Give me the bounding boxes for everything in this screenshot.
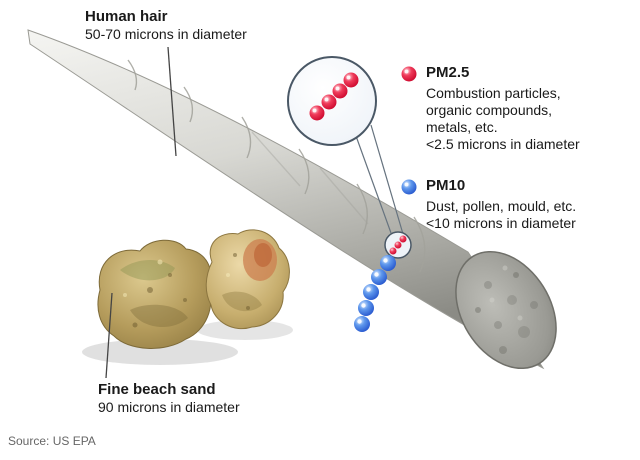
pm10-dot-icon: [401, 179, 417, 195]
pm25-legend: PM2.5 Combustion particles, organic comp…: [426, 64, 626, 153]
pm10-legend: PM10 Dust, pollen, mould, etc. <10 micro…: [426, 177, 626, 232]
sand-grain-left: [97, 239, 212, 349]
pm25-chain-icon: [309, 72, 359, 121]
sand-pointer-line: [105, 292, 113, 379]
hair-cut-end: [455, 250, 557, 370]
pm25-dot-icon: [401, 66, 417, 82]
pm25-desc-line: Combustion particles,: [426, 85, 561, 101]
beach-sand-title: Fine beach sand: [98, 381, 216, 398]
pm10-label: PM10: [426, 177, 466, 194]
pm10-chain-icon: [354, 255, 396, 332]
human-hair-shape: [27, 29, 557, 370]
hair-cuticle-lines: [127, 59, 426, 273]
beach-sand-subtitle: 90 microns in diameter: [98, 399, 240, 415]
detail-circle-icon: [384, 231, 412, 259]
source-credit: Source: US EPA: [8, 434, 96, 448]
hair-end-texture: [475, 265, 538, 354]
sand-grain-right: [205, 229, 290, 329]
beach-sand-label: Fine beach sand 90 microns in diameter: [98, 381, 240, 416]
pm10-desc-line: Dust, pollen, mould, etc.: [426, 198, 577, 214]
pm10-desc-line: <10 microns in diameter: [426, 215, 576, 231]
magnifier-connector-lines: [355, 124, 404, 235]
sand-shadow: [82, 320, 293, 365]
human-hair-title: Human hair: [85, 8, 168, 25]
hair-pointer-line: [167, 46, 177, 157]
pm25-label: PM2.5: [426, 64, 470, 81]
human-hair-label: Human hair 50-70 microns in diameter: [85, 8, 247, 43]
pm25-desc-line: organic compounds,: [426, 102, 553, 118]
human-hair-subtitle: 50-70 microns in diameter: [85, 26, 247, 42]
magnifier-circle-icon: [287, 56, 377, 146]
pm25-desc-line: metals, etc.: [426, 119, 498, 135]
pm25-desc-line: <2.5 microns in diameter: [426, 136, 580, 152]
